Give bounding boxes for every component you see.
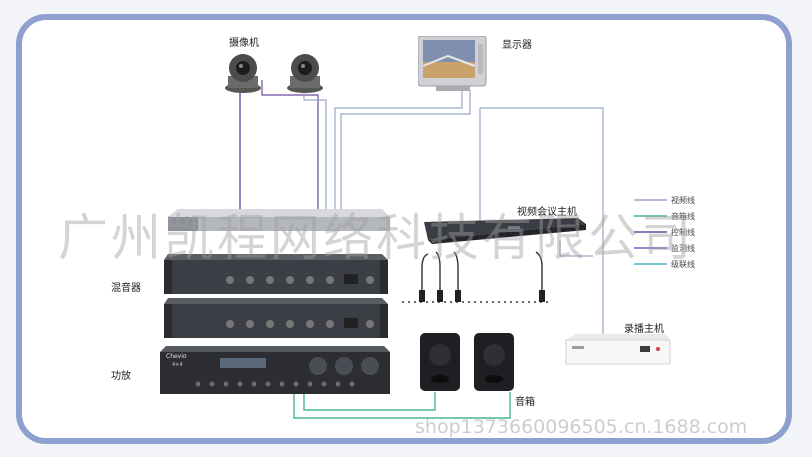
legend-item: 级联线: [671, 260, 695, 269]
camera-icon: [287, 54, 323, 93]
amplifier-unit: [160, 346, 390, 394]
speaker-label: 音箱: [515, 397, 535, 408]
monitor-icon: [418, 36, 487, 91]
legend-item: 监测线: [671, 244, 695, 253]
legend-item: 控制线: [671, 228, 695, 237]
video-conference-host-unit: [168, 209, 390, 231]
recorder-label: 录播主机: [624, 324, 664, 335]
legend-item: 视频线: [671, 196, 695, 205]
monitor-label: 显示器: [502, 40, 532, 51]
amplifier-model: 4×4: [172, 362, 183, 368]
camera-label: 摄像机: [229, 38, 259, 49]
video-conference-main-unit: [424, 218, 586, 244]
legend-item: 音箱线: [671, 212, 695, 221]
speaker-icon: [474, 333, 514, 391]
amplifier-label: 功放: [111, 371, 131, 382]
microphone-group-icon: [419, 251, 545, 302]
mixer-unit: [164, 254, 388, 294]
mixer-unit: [164, 298, 388, 338]
diagram-frame: [16, 14, 792, 444]
amplifier-brand: Chevio: [166, 353, 187, 360]
mixer-label: 混音器: [111, 283, 141, 294]
watermark-text: 广州凯程网络科技有限公司: [58, 209, 694, 267]
speaker-icon: [420, 333, 460, 391]
video-conference-host-label: 视频会议主机: [517, 207, 577, 218]
recorder-unit: [565, 334, 671, 365]
camera-icon: [225, 54, 261, 93]
footer-url: shop1373660096505.cn.1688.com: [415, 416, 748, 438]
